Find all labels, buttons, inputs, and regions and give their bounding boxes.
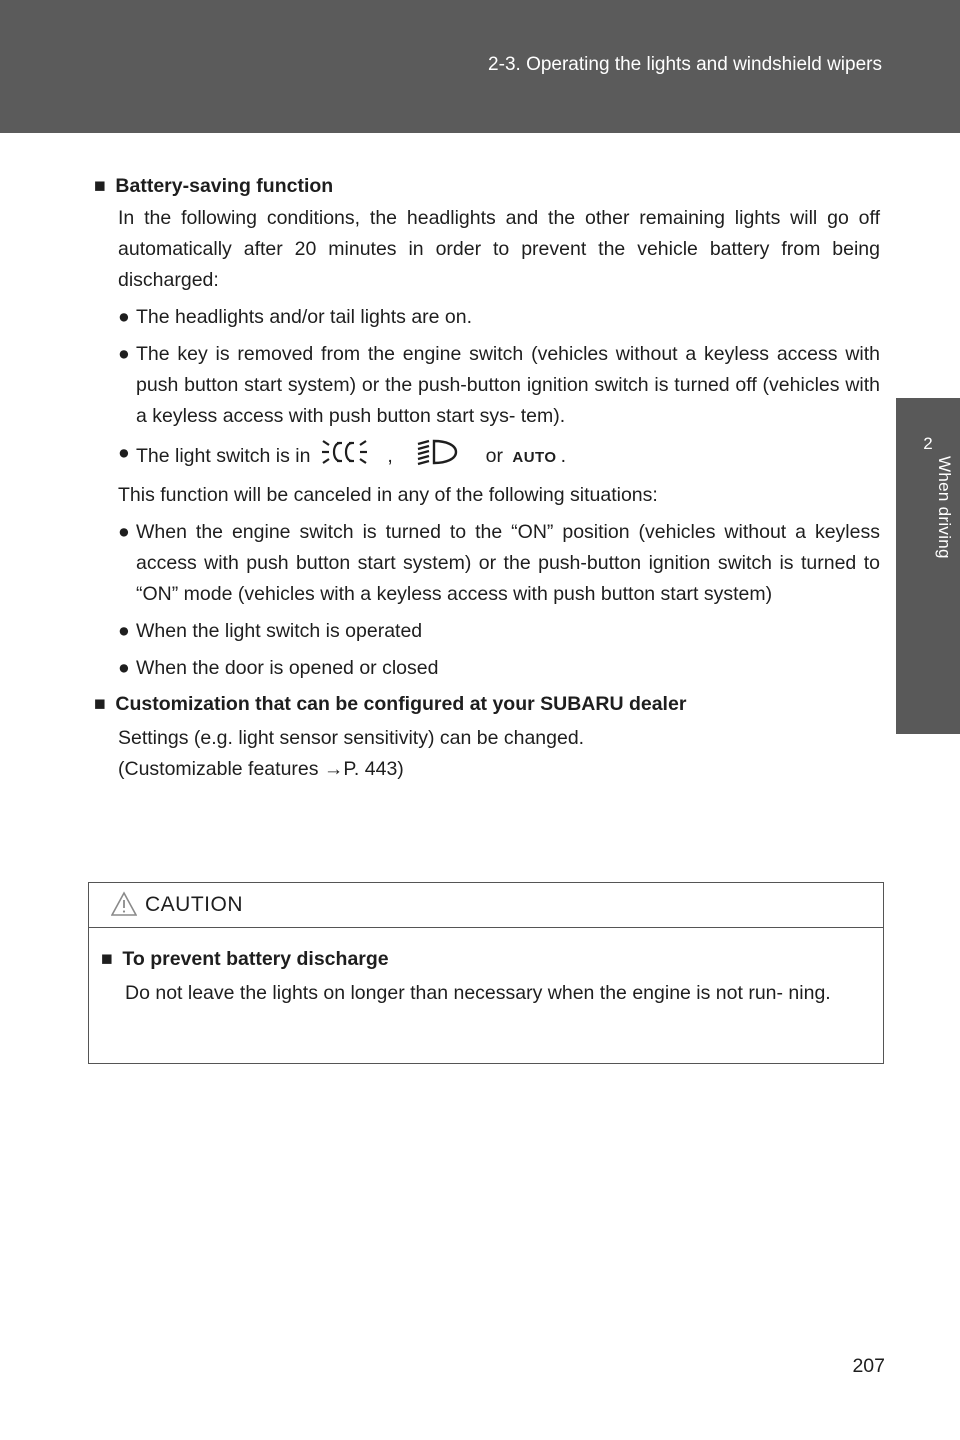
heading-square: ■ bbox=[94, 175, 106, 197]
customization-heading-text: Customization that can be configured at … bbox=[115, 693, 687, 715]
list-item-text: The headlights and/or tail lights are on… bbox=[136, 306, 473, 328]
battery-saving-heading-text: Battery-saving function bbox=[115, 175, 334, 197]
battery-saving-heading: ■ Battery-saving function bbox=[94, 170, 880, 203]
bullet-dot: ● bbox=[118, 306, 130, 328]
customization-heading: ■ Customization that can be configured a… bbox=[94, 688, 880, 721]
caution-body: ■ To prevent battery discharge Do not le… bbox=[101, 943, 871, 1009]
list-item-text: When the engine switch is turned to the … bbox=[136, 521, 880, 605]
list-item: ● When the light switch is operated bbox=[118, 616, 880, 647]
list-item-text: When the light switch is operated bbox=[136, 620, 423, 642]
chapter-number: 2 bbox=[923, 434, 933, 453]
caution-text: Do not leave the lights on longer than n… bbox=[125, 982, 831, 1004]
list-item: ● When the door is opened or closed bbox=[118, 653, 880, 684]
caution-header: CAUTION bbox=[89, 883, 883, 928]
page-header: 2-3. Operating the lights and windshield… bbox=[0, 0, 960, 133]
list-item-text: The light switch is in bbox=[136, 445, 311, 468]
chapter-tab: 2 When driving bbox=[896, 398, 960, 734]
customization-line-2: (Customizable features →P. 443) bbox=[118, 758, 404, 780]
caution-box: CAUTION ■ To prevent battery discharge D… bbox=[88, 882, 884, 1064]
page-number: 207 bbox=[852, 1355, 885, 1377]
caution-heading-text: To prevent battery discharge bbox=[122, 948, 389, 970]
or-text: or bbox=[485, 445, 503, 468]
caution-title: CAUTION bbox=[145, 893, 243, 916]
list-item-text: When the door is opened or closed bbox=[136, 657, 439, 679]
cancel-intro: This function will be canceled in any of… bbox=[118, 484, 658, 506]
list-item-text: The key is removed from the engine switc… bbox=[136, 343, 880, 427]
bullet-dot: ● bbox=[118, 521, 130, 543]
list-item: ● The light switch is in , bbox=[118, 438, 880, 476]
period: . bbox=[560, 445, 567, 468]
customization-line-1: Settings (e.g. light sensor sensitivity)… bbox=[118, 727, 585, 749]
tail-light-icon bbox=[412, 438, 462, 476]
bullet-dot: ● bbox=[118, 343, 130, 365]
bullet-dot: ● bbox=[118, 442, 130, 464]
list-item: ● The key is removed from the engine swi… bbox=[118, 339, 880, 432]
headlight-low-beam-icon bbox=[320, 438, 378, 476]
main-content: ■ Battery-saving function In the followi… bbox=[94, 170, 880, 785]
list-item: ● When the engine switch is turned to th… bbox=[118, 517, 880, 610]
caution-heading: ■ To prevent battery discharge bbox=[101, 943, 871, 976]
bullet-dot: ● bbox=[118, 657, 130, 679]
list-item: ● The headlights and/or tail lights are … bbox=[118, 302, 880, 333]
comma-separator: , bbox=[387, 445, 393, 468]
auto-switch-label: AUTO bbox=[512, 449, 557, 467]
chapter-label: When driving bbox=[935, 456, 954, 559]
battery-saving-intro: In the following conditions, the headlig… bbox=[118, 207, 880, 291]
heading-square: ■ bbox=[94, 693, 106, 715]
section-title: 2-3. Operating the lights and windshield… bbox=[488, 54, 882, 75]
heading-square: ■ bbox=[101, 948, 113, 970]
bullet-dot: ● bbox=[118, 620, 130, 642]
caution-triangle-icon bbox=[110, 891, 138, 922]
